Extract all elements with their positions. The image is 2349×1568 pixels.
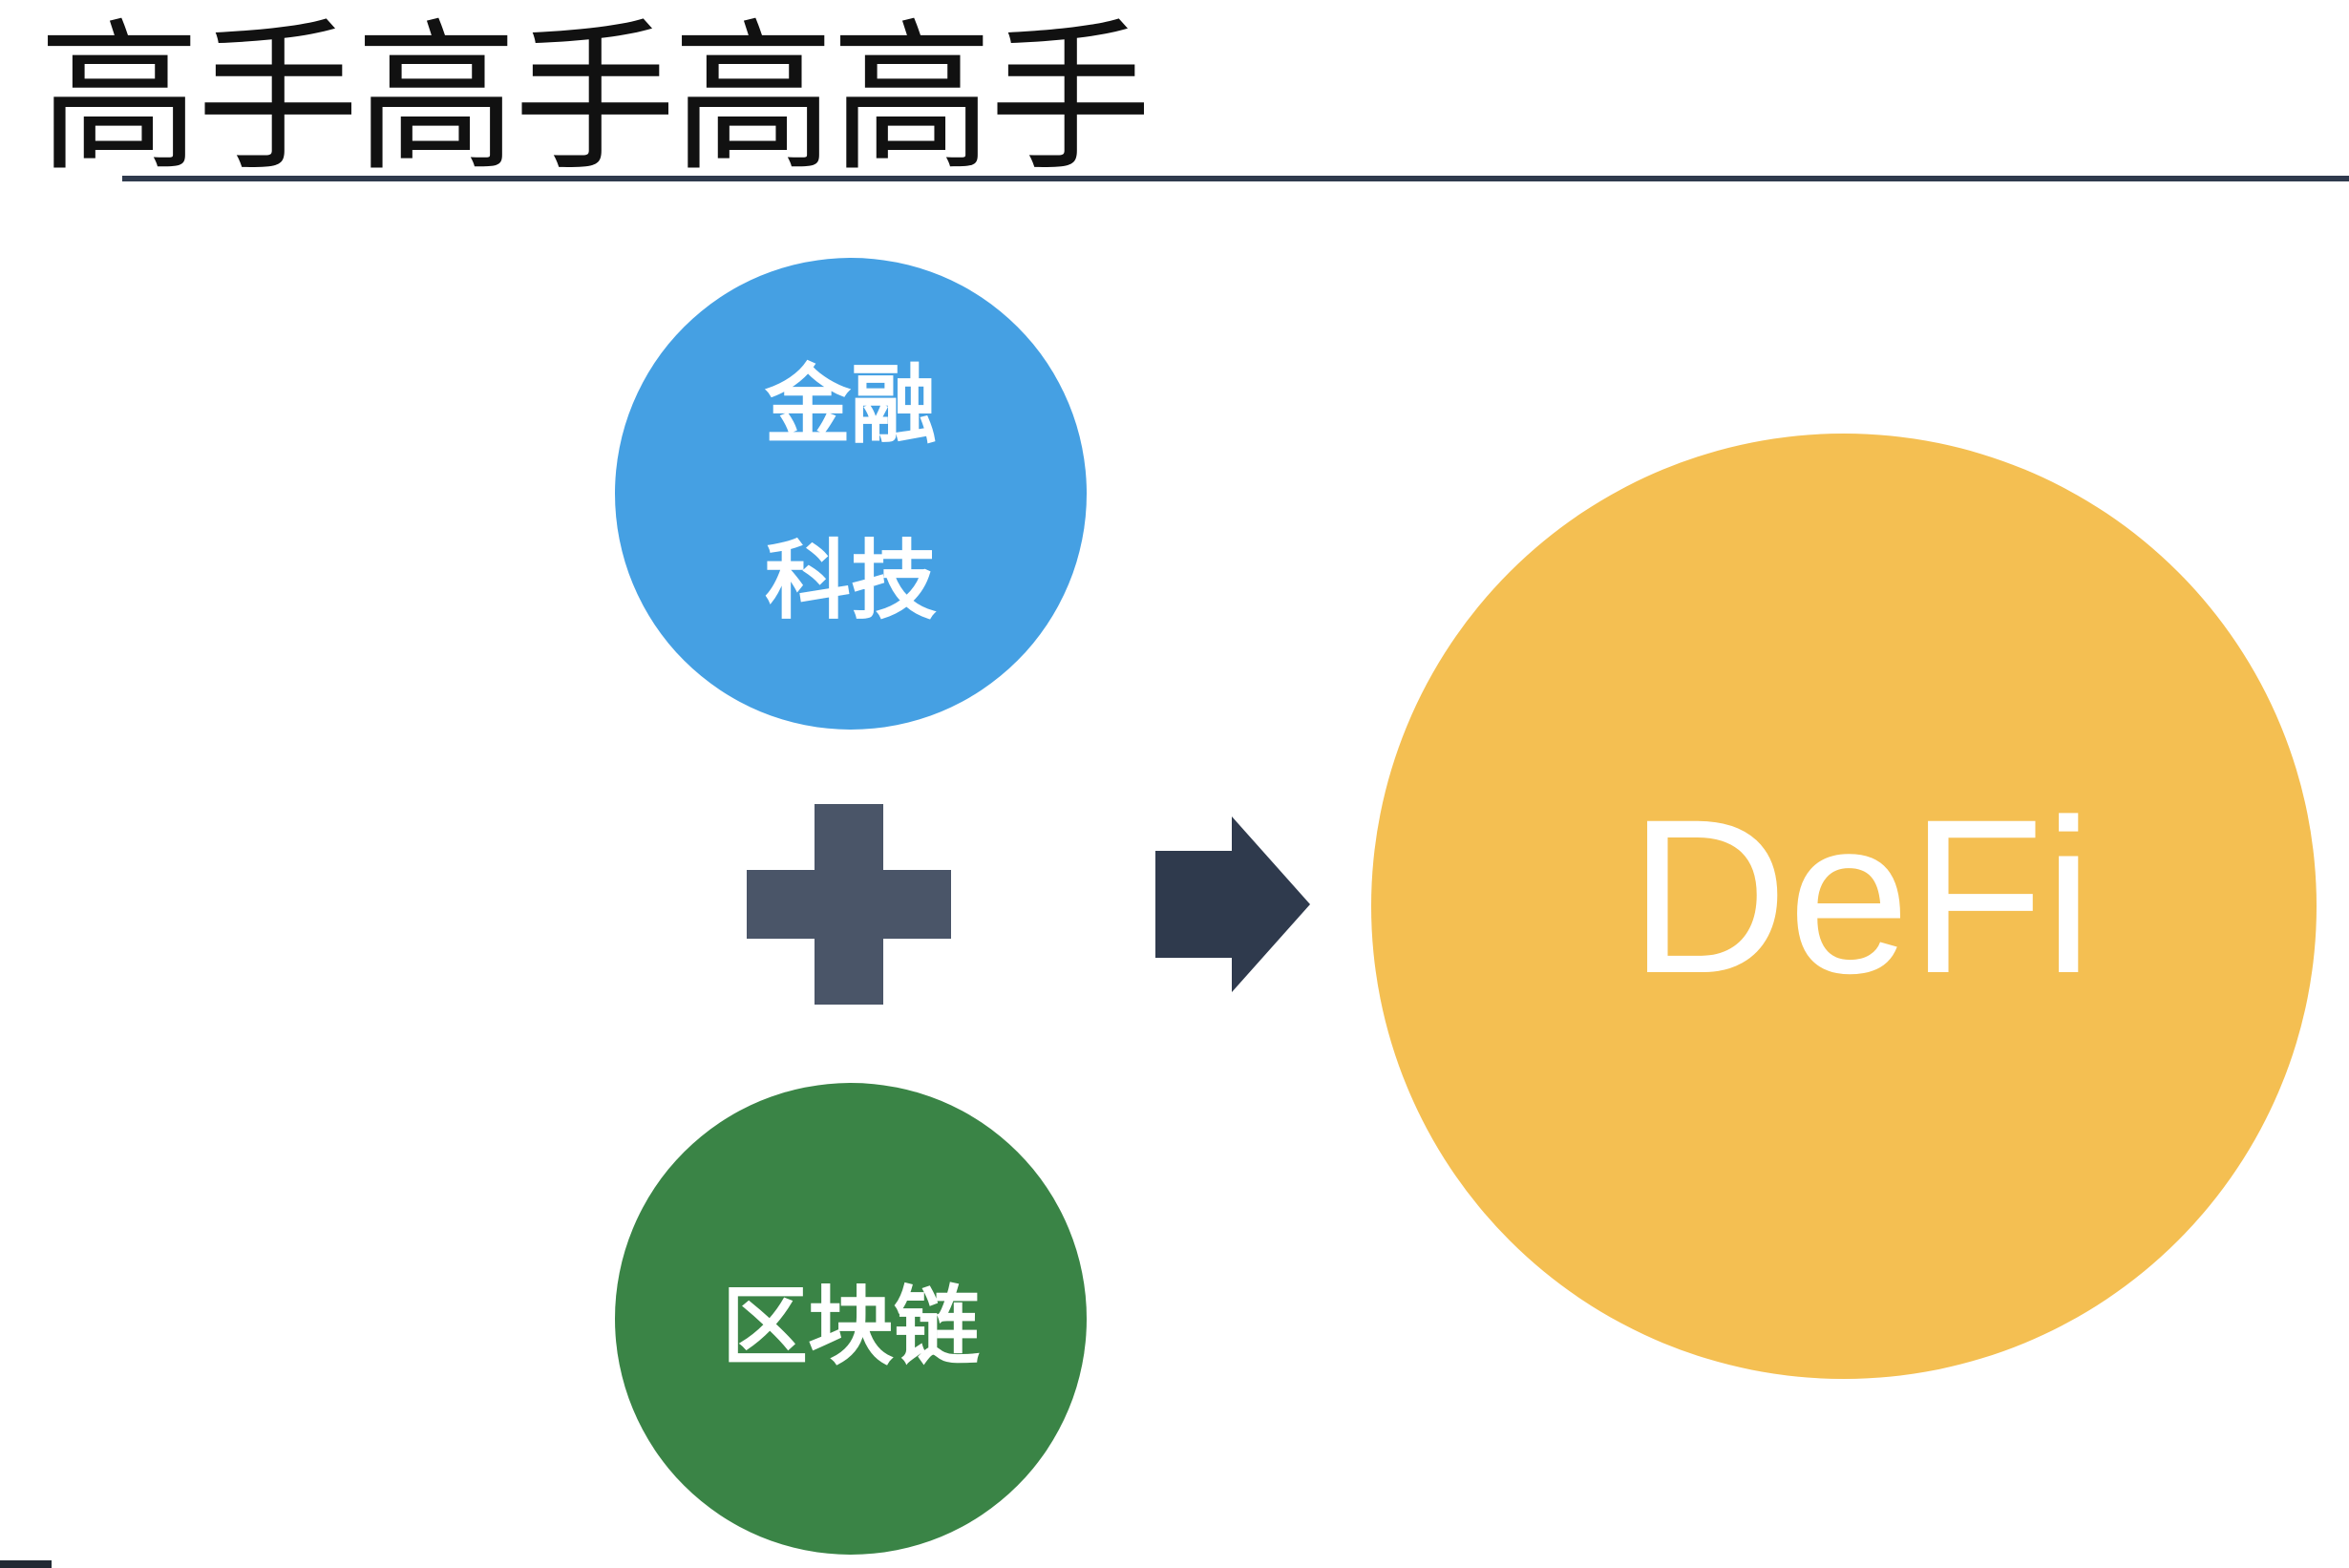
defi-label: DeFi (1629, 773, 2093, 1019)
blockchain-circle: 区块链 (615, 1083, 1087, 1555)
fintech-label-line2: 科技 (765, 531, 937, 631)
arrow-right-icon (1155, 816, 1310, 992)
title-divider (122, 176, 2349, 181)
slide-title: 高手高手高高手 (38, 5, 1152, 194)
corner-mark (0, 1560, 52, 1568)
blockchain-label: 区块链 (722, 1277, 980, 1377)
fintech-label-line1: 金融 (765, 355, 937, 456)
fintech-circle: 金融 科技 (615, 258, 1087, 730)
defi-circle: DeFi (1371, 434, 2317, 1379)
plus-icon (747, 804, 951, 1005)
